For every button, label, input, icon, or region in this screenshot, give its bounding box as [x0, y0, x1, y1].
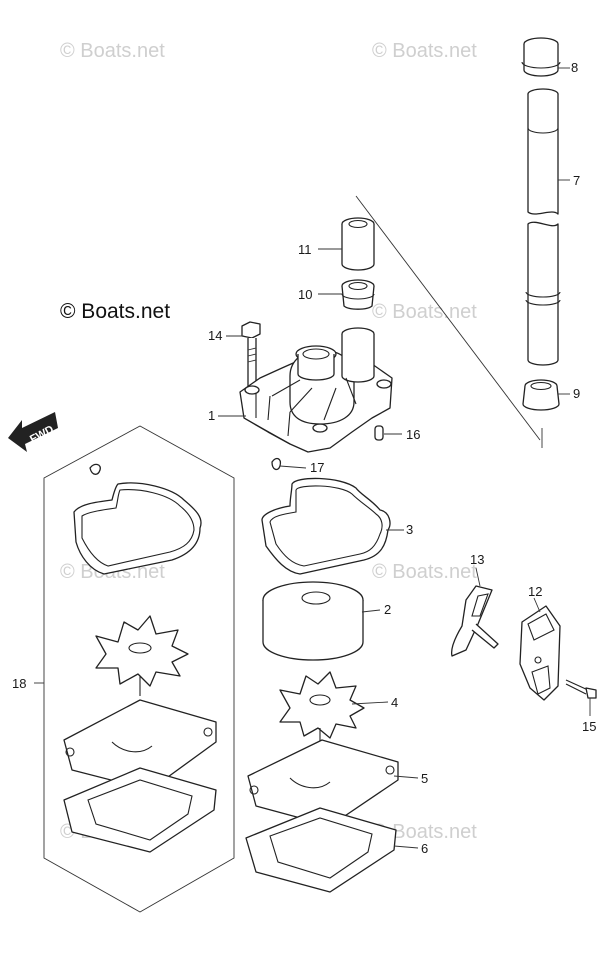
part-14-bolt [241, 321, 261, 389]
part-6-gasket [245, 807, 397, 893]
part-18-repair-kit [43, 425, 235, 913]
group-line [355, 195, 541, 441]
part-12-cover [519, 605, 561, 701]
part-1-pump-case [239, 327, 393, 453]
callout-10: 10 [298, 287, 312, 302]
part-9-grommet [522, 379, 560, 411]
callout-11: 11 [298, 242, 312, 257]
fwd-arrow-icon: FWD [8, 412, 58, 452]
watermark: © Boats.net [372, 821, 477, 843]
callout-15: 15 [582, 719, 596, 734]
callout-14: 14 [208, 328, 222, 343]
part-15-screw [565, 679, 597, 699]
part-16-pin [374, 425, 384, 441]
callout-12: 12 [528, 584, 542, 599]
callout-13: 13 [470, 552, 484, 567]
callout-18: 18 [12, 676, 26, 691]
callout-9: 9 [573, 386, 580, 401]
callout-8: 8 [571, 60, 578, 75]
part-2-liner [262, 581, 364, 661]
part-7-water-tube [525, 88, 561, 366]
part-11-bushing [341, 217, 375, 271]
callout-5: 5 [421, 771, 428, 786]
callout-1: 1 [208, 408, 215, 423]
leader-lines [34, 67, 591, 849]
copyright-notice: © Boats.net [60, 300, 170, 323]
callout-7: 7 [573, 173, 580, 188]
callout-16: 16 [406, 427, 420, 442]
callout-2: 2 [384, 602, 391, 617]
callout-3: 3 [406, 522, 413, 537]
watermark: © Boats.net [60, 40, 165, 62]
watermark: © Boats.net [372, 40, 477, 62]
part-4-impeller [279, 671, 365, 742]
watermark: © Boats.net [372, 561, 477, 583]
watermark: © Boats.net [372, 301, 477, 323]
part-17-key [271, 457, 282, 471]
callout-labels: 8 7 9 11 10 14 1 16 17 3 2 4 5 6 13 12 1… [12, 60, 596, 856]
part-8-sleeve [521, 37, 561, 77]
part-10-seal [341, 279, 375, 310]
part-3-gasket [261, 477, 391, 575]
callout-17: 17 [310, 460, 324, 475]
callout-6: 6 [421, 841, 428, 856]
part-13-plug [450, 585, 499, 657]
callout-4: 4 [391, 695, 398, 710]
